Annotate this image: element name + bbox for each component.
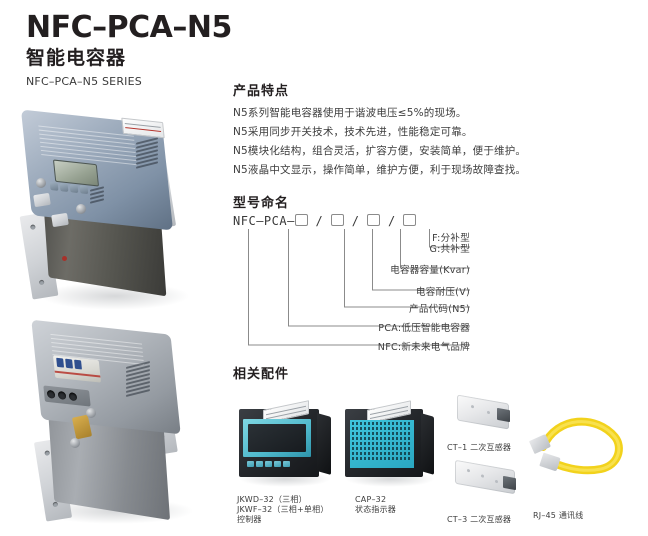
accessory-cap32-indicator [343,400,439,487]
code-box-type [294,214,308,226]
caption-ct1: CT–1 二次互感器 [447,443,511,453]
code-box-product [403,214,417,226]
leader-lines [248,229,470,346]
callout-voltage: 电容耐压(V) [415,287,470,298]
code-box-capacity [331,214,345,226]
code-separator: / [387,214,396,228]
product-photo-lcd-capacitor [18,96,223,318]
feature-line: N5模块化结构，组合灵活，扩容方便，安装简单，便于维护。 [233,145,527,157]
features-heading: 产品特点 [233,84,290,99]
cap32-led-matrix [350,420,414,468]
page-title: NFC–PCA–N5 [26,10,232,45]
callout-nfc: NFC:新未来电气品牌 [377,342,470,353]
code-separator: / [315,214,324,228]
feature-line: N5液晶中文显示，操作简单，维护方便，利于现场故障查找。 [233,164,527,176]
feature-line: N5系列智能电容器使用于谐波电压≤5%的现场。 [233,107,467,119]
callout-type-line2: G:共补型 [429,244,470,255]
callout-pca: PCA:低压智能电容器 [378,323,470,334]
product-series-label: NFC–PCA–N5 SERIES [26,75,142,89]
caption-line: JKWD–32（三相） [237,495,307,504]
caption-rj45: RJ–45 通讯线 [533,511,583,521]
callout-type: F:分补型 G:共补型 [233,233,470,255]
caption-line: 状态指示器 [355,505,396,514]
model-code-string: NFC–PCA– / / / [233,214,417,228]
product-photo-breaker-capacitor [18,319,223,536]
controller-lcd-screen [248,424,306,452]
product-header: NFC–PCA–N5 智能电容器 NFC–PCA–N5 SERIES [26,12,236,88]
accessories-section: 相关配件 JKWD–32（三相） JKWF–32（三相+单相） 控制器 [233,363,638,536]
caption-line: 控制器 [237,515,262,524]
caption-line: CT–1 二次互感器 [447,443,512,452]
code-dash-pca: –PCA– [256,214,295,228]
caption-line: JKWF–32（三相+单相） [237,505,329,514]
code-prefix-nfc: NFC [233,214,257,228]
accessory-ct3 [451,459,527,505]
naming-heading: 型号命名 [233,196,290,211]
features-list: N5系列智能电容器使用于谐波电压≤5%的现场。 N5采用同步开关技术，技术先进，… [233,104,526,180]
callout-type-line1: F:分补型 [432,233,470,244]
caption-cap32: CAP–32 状态指示器 [355,495,396,515]
accessory-rj45-cable [523,411,635,493]
code-box-voltage [367,214,381,226]
accessory-ct1 [451,394,521,437]
feature-line: N5采用同步开关技术，技术先进，性能稳定可靠。 [233,126,473,138]
controller-keys [247,461,290,467]
caption-line: CAP–32 [355,495,387,504]
model-naming-diagram: 型号命名 NFC–PCA– / / / [233,192,638,367]
callout-capacity: 电容器容量(Kvar) [390,265,470,276]
caption-line: RJ–45 通讯线 [533,511,584,520]
caption-ct3: CT–3 二次互感器 [447,515,511,525]
callout-product-code: 产品代码(N5) [409,304,470,315]
caption-line: CT–3 二次互感器 [447,515,512,524]
caption-controller: JKWD–32（三相） JKWF–32（三相+单相） 控制器 [237,495,329,525]
product-subtitle-chinese: 智能电容器 [26,46,127,69]
accessories-heading: 相关配件 [233,367,290,382]
code-separator: / [351,214,360,228]
accessory-controller [237,400,335,487]
